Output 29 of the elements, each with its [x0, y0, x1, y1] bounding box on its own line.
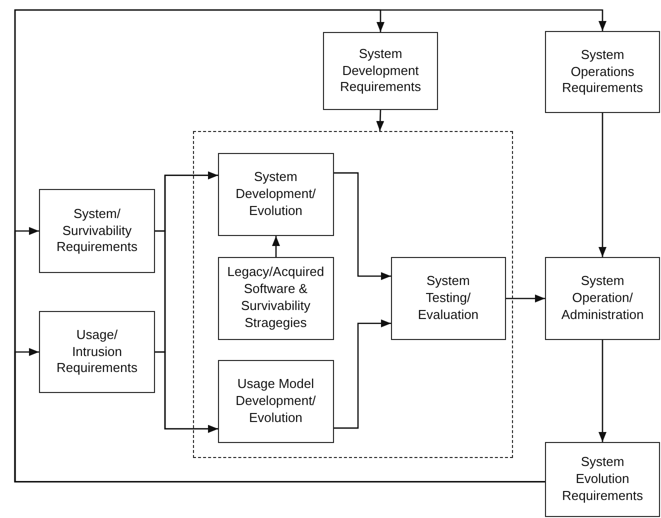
arrow — [506, 294, 545, 302]
box-label: System/ Survivability Requirements — [56, 206, 138, 256]
box-label: System Operation/ Administration — [560, 273, 645, 324]
box-label: System Development/ Evolution — [234, 168, 317, 220]
arrow — [598, 340, 606, 442]
box-label: System Evolution Requirements — [561, 454, 644, 505]
box-label: System Testing/ Evaluation — [416, 272, 480, 324]
process-box — [545, 257, 660, 340]
box-label: Usage/ Intrusion Requirements — [56, 326, 138, 378]
box-label: Legacy/Acquired Software & Survivability Stragegies — [226, 264, 326, 332]
process-box — [323, 32, 438, 110]
process-box — [218, 360, 334, 443]
arrow — [598, 113, 606, 257]
box-label: System Operations Requirements — [561, 46, 644, 98]
arrow — [272, 236, 280, 257]
process-box — [39, 311, 155, 393]
arrow — [334, 319, 391, 429]
process-box — [218, 256, 334, 340]
process-box — [545, 31, 660, 113]
arrow — [155, 351, 218, 433]
arrow — [376, 110, 384, 132]
process-box — [39, 189, 155, 273]
arrow — [334, 172, 391, 280]
process-box — [218, 152, 334, 236]
box-label: Usage Model Development/ Evolution — [234, 376, 317, 427]
process-box — [545, 442, 660, 517]
dashed-group-box — [193, 131, 513, 458]
box-label: System Development Requirements — [339, 46, 422, 96]
process-box — [390, 256, 506, 340]
